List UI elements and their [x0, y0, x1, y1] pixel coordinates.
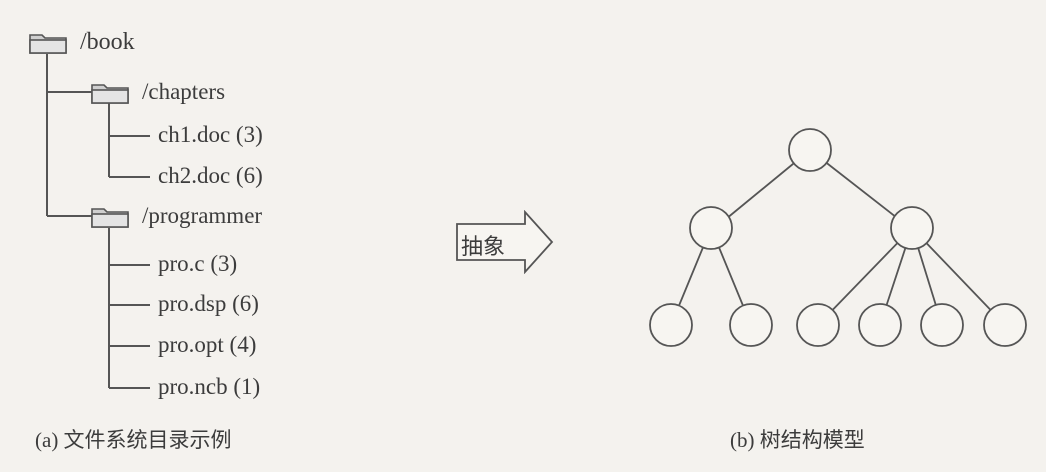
- file-label: pro.dsp (6): [158, 291, 259, 316]
- chapters-folder-label: /chapters: [142, 79, 226, 104]
- file-label: pro.ncb (1): [158, 374, 261, 399]
- file-label: ch2.doc (6): [158, 163, 263, 188]
- tree-node: [890, 206, 934, 250]
- folder-icon: [91, 208, 129, 228]
- file-label: pro.c (3): [158, 251, 238, 276]
- tree-node: [920, 303, 964, 347]
- tree-node: [689, 206, 733, 250]
- caption-left: (a) 文件系统目录示例: [35, 428, 232, 452]
- tree-node: [983, 303, 1027, 347]
- folder-icon: [29, 34, 67, 54]
- tree-node: [649, 303, 693, 347]
- tree-node-root: [788, 128, 832, 172]
- root-folder-label: /book: [80, 29, 135, 55]
- caption-right: (b) 树结构模型: [730, 428, 865, 452]
- right-arrow-icon: [456, 210, 554, 274]
- tree-node: [729, 303, 773, 347]
- file-label: ch1.doc (3): [158, 122, 263, 147]
- tree-node: [796, 303, 840, 347]
- arrow-label: 抽象: [461, 234, 506, 259]
- tree-node: [858, 303, 902, 347]
- folder-icon: [91, 84, 129, 104]
- programmer-folder-label: /programmer: [142, 203, 263, 228]
- file-label: pro.opt (4): [158, 332, 257, 357]
